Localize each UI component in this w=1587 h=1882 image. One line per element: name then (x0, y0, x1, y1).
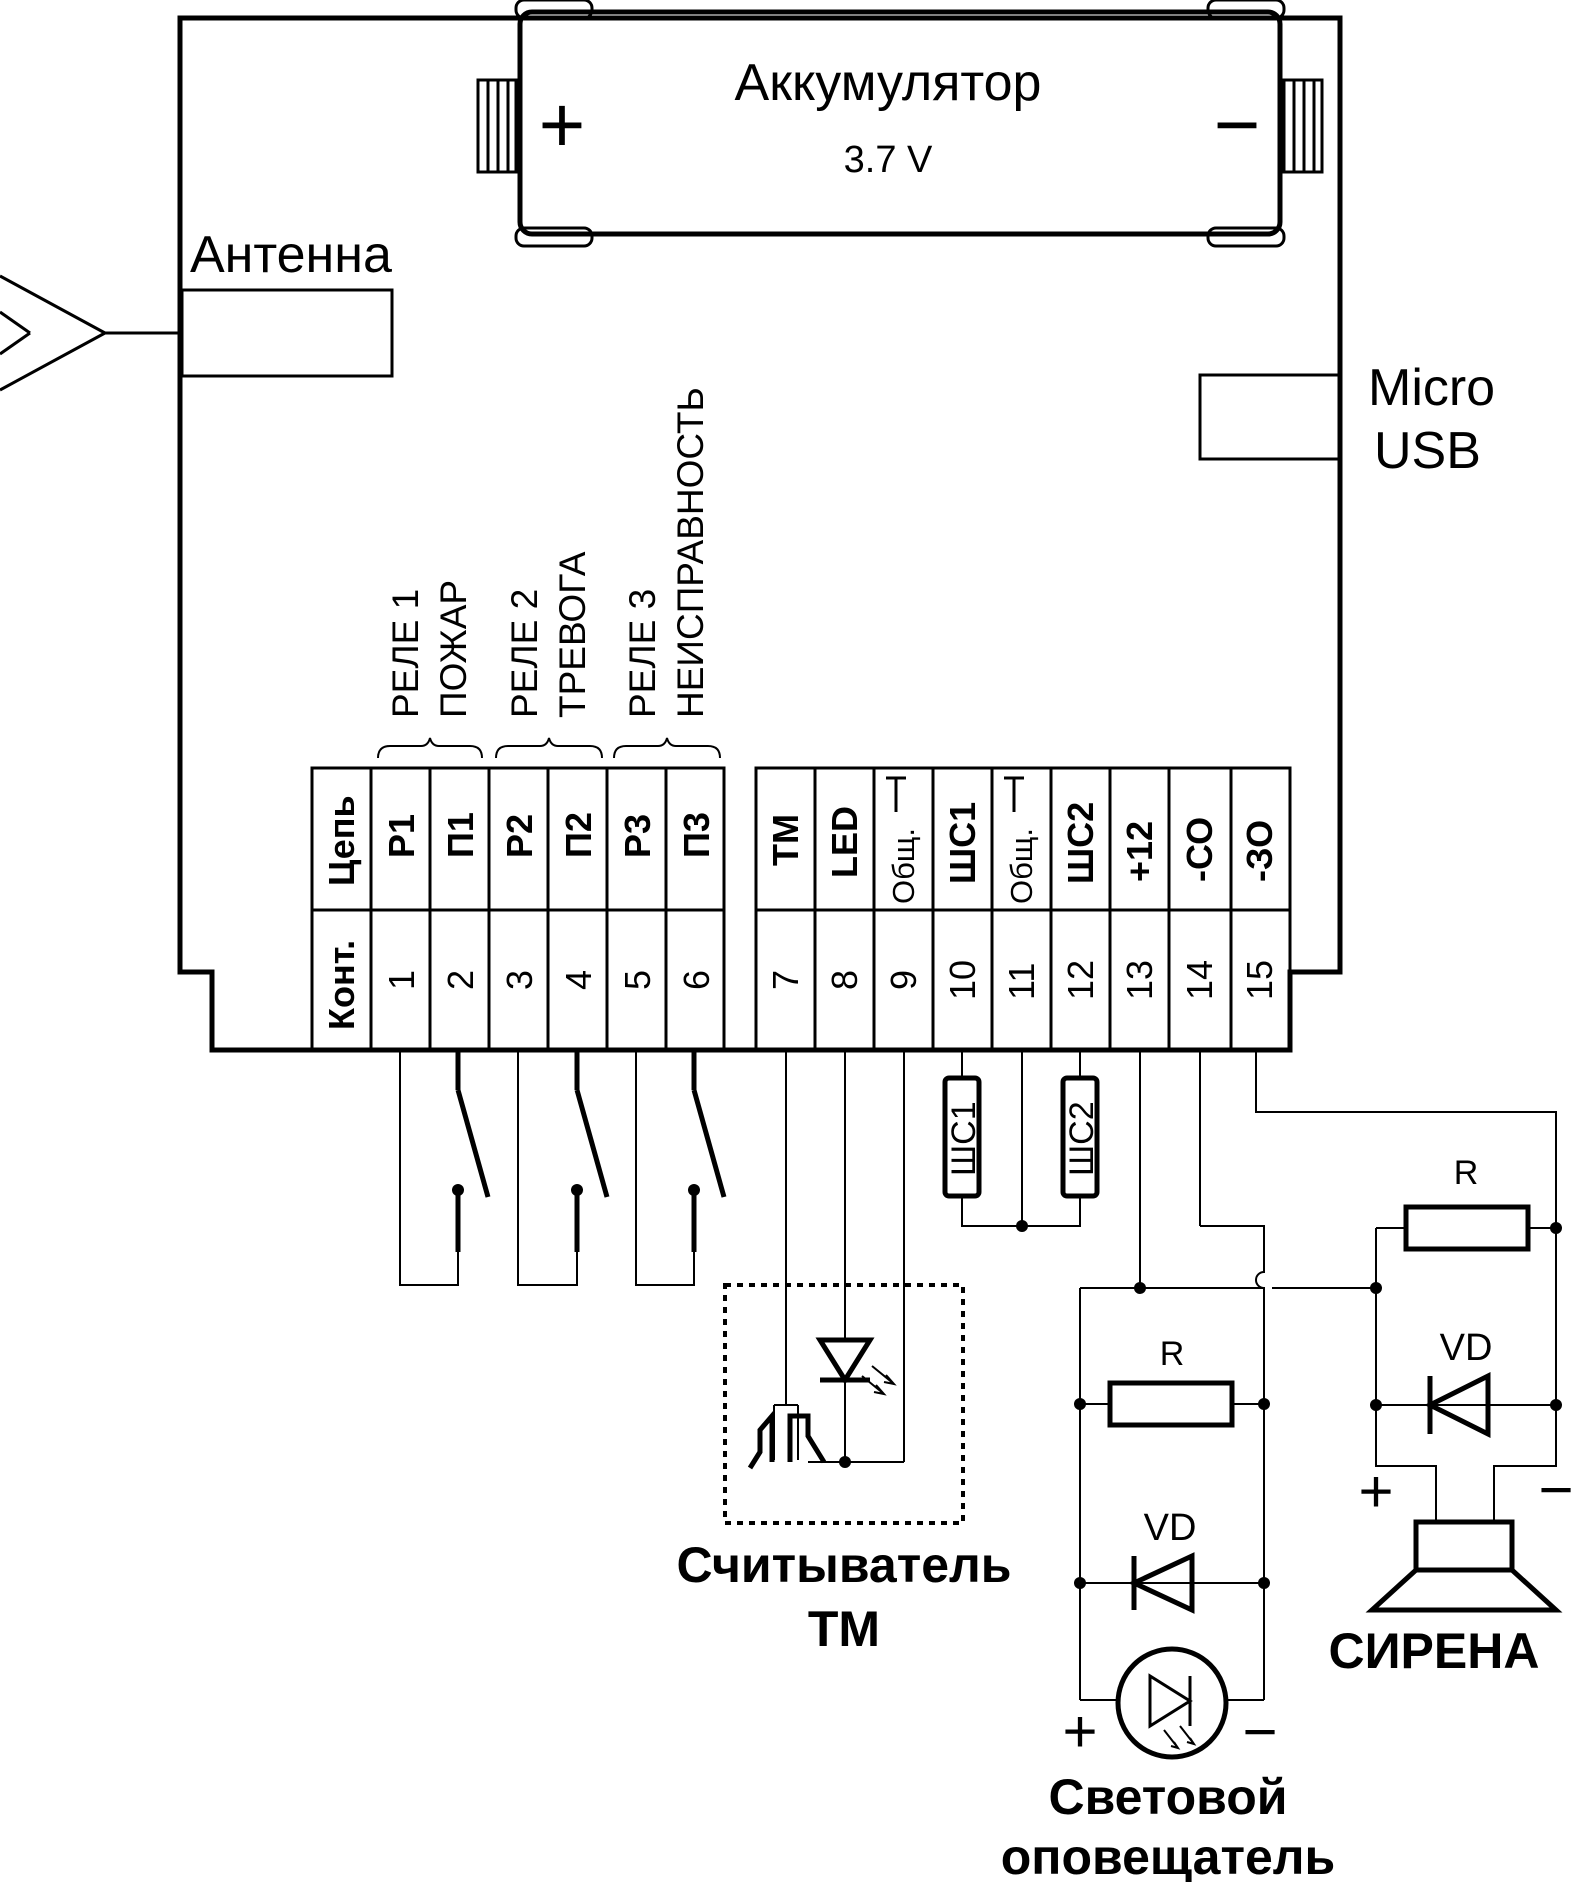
terminal-2-circuit: П1 (440, 812, 481, 858)
battery-label: Аккумулятор (735, 54, 1042, 112)
terminal-block-right (754, 766, 1292, 1052)
usb-label-line2: USB (1374, 422, 1481, 480)
terminal-11-circuit: Общ. (1004, 828, 1039, 904)
tm-reader-outline (723, 1283, 965, 1525)
terminal-6-number: 6 (676, 970, 717, 990)
terminal-9-circuit: Общ. (886, 828, 921, 904)
header-circuit: Цепь (321, 795, 362, 886)
terminal-7-number: 7 (765, 970, 806, 990)
terminal-5-circuit: Р3 (617, 814, 658, 858)
terminal-1-circuit: Р1 (381, 814, 422, 858)
relay-switch-2 (517, 1050, 610, 1286)
device-enclosure (177, 15, 1343, 1053)
relay-2-label-line1: РЕЛЕ 2 (504, 589, 545, 718)
terminal-15-number: 15 (1239, 960, 1280, 1000)
terminal-7-circuit: ТМ (765, 814, 806, 866)
loop-shs2-label: ШС2 (1063, 1101, 1101, 1176)
relay-3-label-line2: НЕИСПРАВНОСТЬ (670, 387, 711, 718)
light-diode-label: VD (1144, 1507, 1197, 1549)
light-lamp-icon (1115, 1646, 1229, 1760)
header-contact: Конт. (321, 940, 362, 1030)
siren-plus-sign: + (1358, 1458, 1393, 1525)
siren-resistor (1403, 1204, 1531, 1252)
light-label-line1: Световой (1048, 1769, 1287, 1825)
battery-minus-sign: − (1214, 80, 1261, 169)
relay-1-brace (377, 737, 483, 759)
terminal-1-number: 1 (381, 970, 422, 990)
battery: + − Аккумулятор 3.7 V (476, 0, 1324, 248)
relay-1-label-line1: РЕЛЕ 1 (385, 589, 426, 718)
terminal-8-number: 8 (824, 970, 865, 990)
terminal-4-circuit: П2 (558, 812, 599, 858)
terminal-9-number: 9 (883, 970, 924, 990)
siren-minus-sign: − (1538, 1456, 1573, 1523)
terminal-10-number: 10 (942, 960, 983, 1000)
terminal-3-number: 3 (499, 970, 540, 990)
tm-reader-label-line2: ТМ (808, 1601, 880, 1657)
terminal-13-number: 13 (1119, 960, 1160, 1000)
light-warning-device: R VD + − Световой оповещатель (1001, 1050, 1336, 1882)
loop-shs1: ШС1 (942, 1050, 1080, 1227)
siren-diode-icon (1424, 1371, 1491, 1439)
usb-port (1198, 373, 1342, 461)
siren-diode-label: VD (1440, 1327, 1493, 1369)
terminal-14-circuit: -СО (1179, 817, 1220, 882)
relay-3-brace (613, 737, 721, 759)
relay-3-label-line1: РЕЛЕ 3 (622, 589, 663, 718)
light-diode-icon (1128, 1552, 1195, 1614)
siren-resistor-label: R (1454, 1154, 1479, 1192)
terminal-2-number: 2 (440, 970, 481, 990)
light-minus-sign: − (1242, 1698, 1277, 1765)
reader-led-icon (815, 1337, 875, 1385)
tm-reader: Считыватель ТМ (676, 1050, 1012, 1657)
battery-voltage: 3.7 V (844, 139, 933, 181)
terminal-14-number: 14 (1179, 960, 1220, 1000)
relay-switch-3 (635, 1050, 727, 1286)
terminal-5-number: 5 (617, 970, 658, 990)
terminal-10-circuit: ШС1 (942, 802, 983, 884)
ground-symbol-11 (1004, 776, 1024, 812)
battery-body (517, 9, 1283, 237)
relay-labels: РЕЛЕ 1 ПОЖАР РЕЛЕ 2 ТРЕВОГА РЕЛЕ 3 НЕИСП… (377, 387, 721, 759)
siren: R VD + − СИРЕНА (1255, 1050, 1574, 1679)
terminal-3-circuit: Р2 (499, 814, 540, 858)
relay-1-label-line2: ПОЖАР (433, 580, 474, 718)
terminal-12-number: 12 (1060, 960, 1101, 1000)
loop-shs2: ШС2 (1016, 1050, 1101, 1232)
siren-label: СИРЕНА (1329, 1623, 1540, 1679)
terminal-15-circuit: -ЗО (1239, 820, 1280, 882)
usb-label-line1: Micro (1368, 359, 1495, 417)
siren-speaker-icon (1413, 1519, 1515, 1573)
tm-reader-label-line1: Считыватель (676, 1537, 1011, 1593)
touch-memory-contact-icon (747, 1409, 827, 1470)
terminal-4-number: 4 (558, 970, 599, 990)
terminal-11-number: 11 (1001, 963, 1042, 1000)
terminal-block-left (310, 766, 726, 1052)
light-resistor (1107, 1380, 1235, 1428)
loop-shs1-label: ШС1 (945, 1101, 983, 1176)
micro-usb: Micro USB (1198, 359, 1495, 480)
terminal-6-circuit: П3 (676, 812, 717, 858)
antenna-label: Антенна (190, 226, 392, 284)
antenna-module (180, 288, 394, 378)
light-plus-sign: + (1062, 1698, 1097, 1765)
terminal-13-circuit: +12 (1119, 821, 1160, 882)
ground-symbol-9 (886, 776, 906, 812)
light-resistor-label: R (1160, 1335, 1185, 1373)
relay-2-label-line2: ТРЕВОГА (552, 551, 593, 718)
light-label-line2: оповещатель (1001, 1829, 1336, 1882)
antenna: Антенна (0, 226, 394, 392)
terminal-block: Цепь Конт. Р1 П1 Р2 П2 Р3 П3 ТМ LED Общ.… (310, 766, 1292, 1052)
relay-2-brace (495, 737, 603, 759)
terminal-12-circuit: ШС2 (1060, 802, 1101, 884)
terminal-8-circuit: LED (824, 806, 865, 878)
relay-switch-1 (399, 1050, 491, 1286)
battery-plus-sign: + (539, 80, 586, 169)
